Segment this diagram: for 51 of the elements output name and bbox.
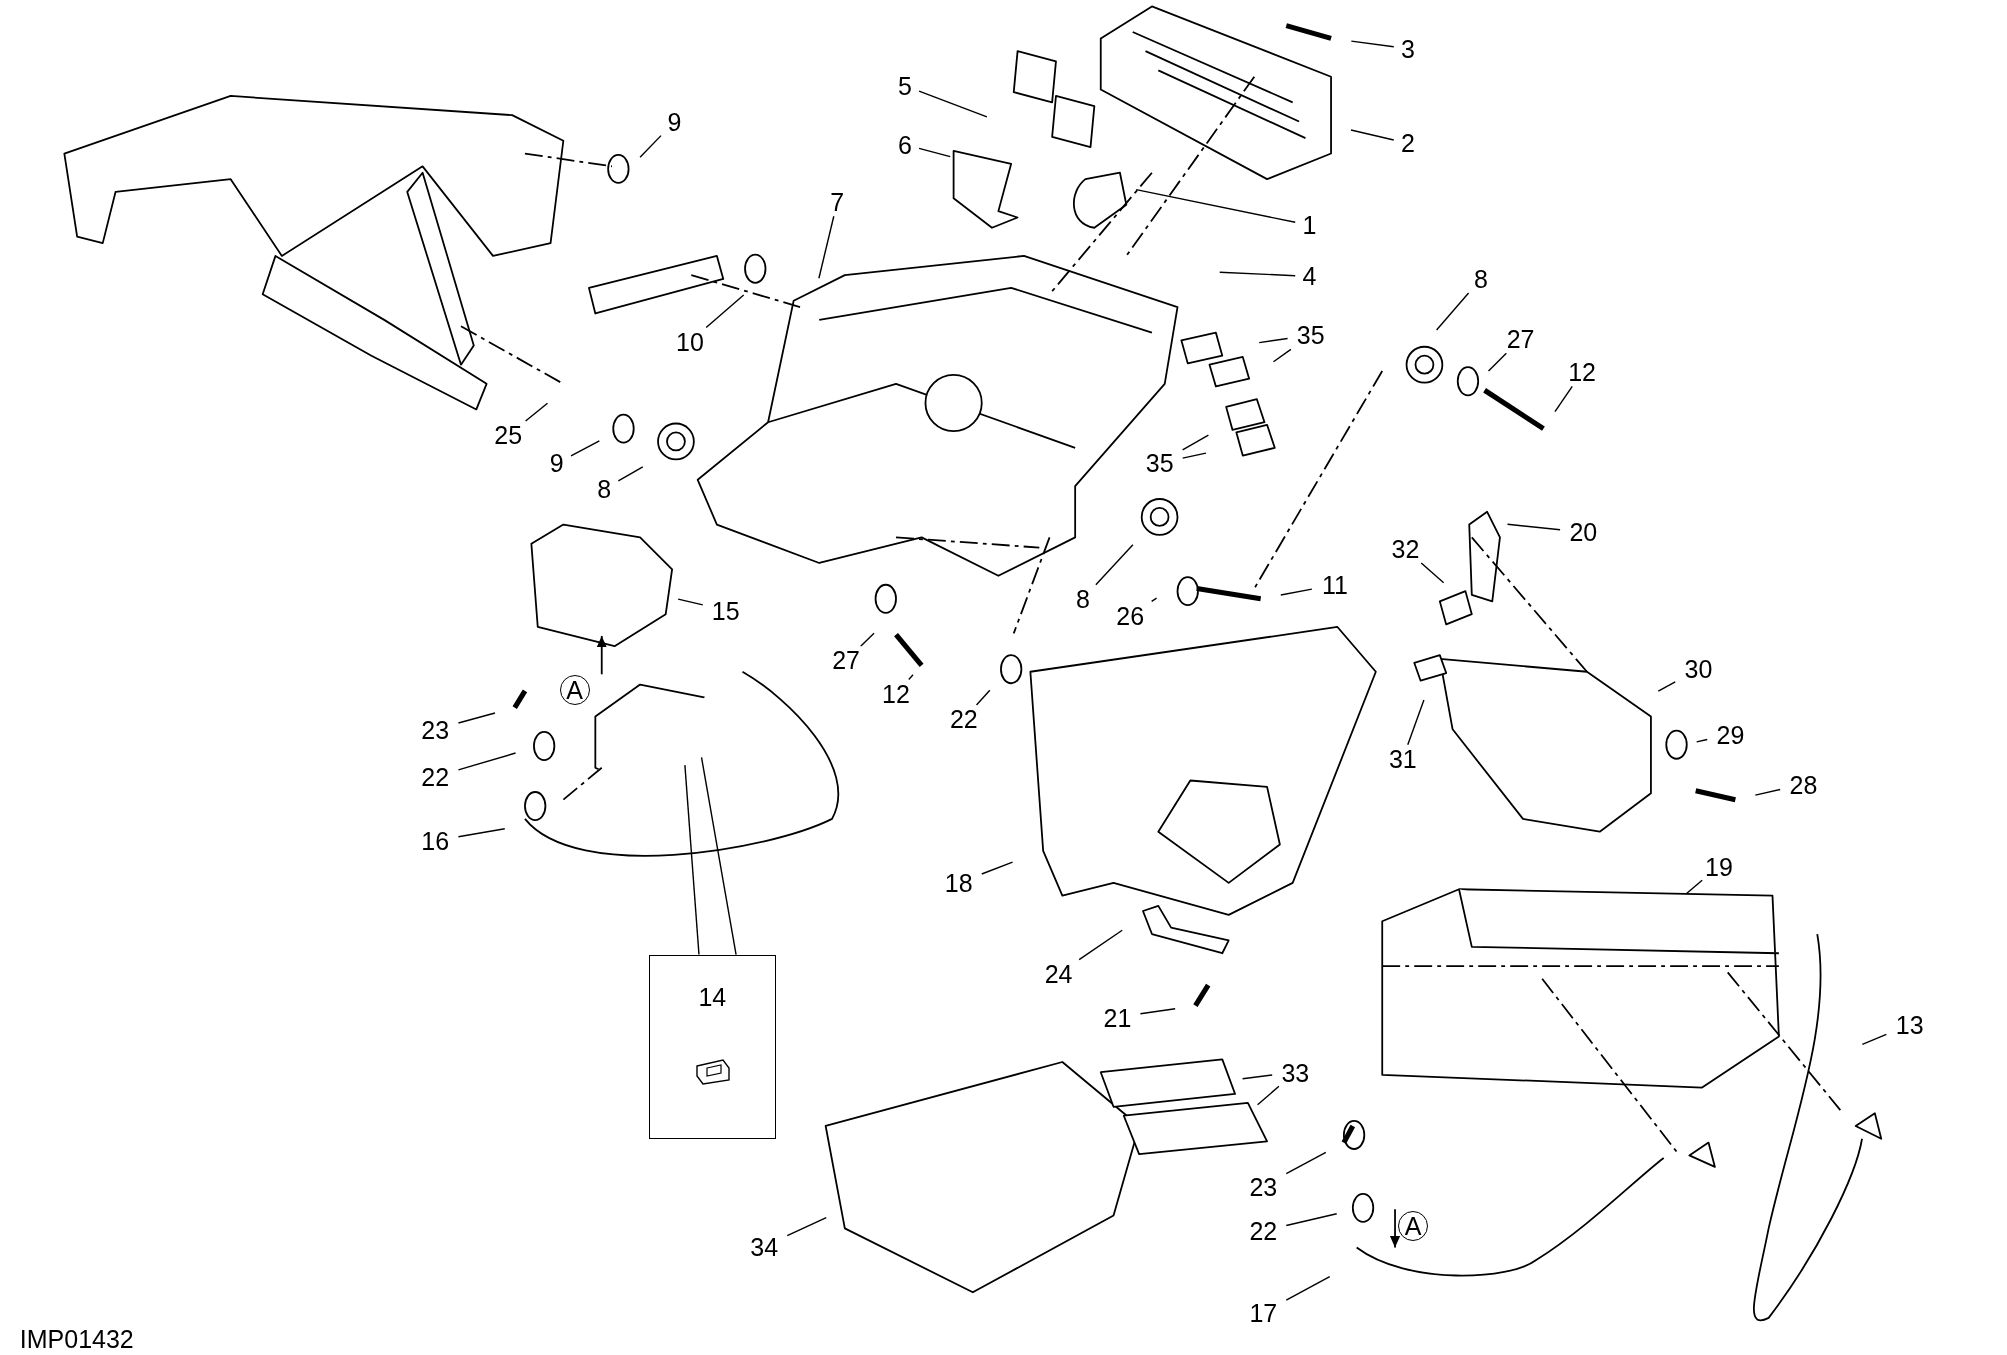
leader-line (1435, 292, 1470, 331)
leader-line (918, 90, 988, 118)
leader-line (1487, 352, 1508, 372)
leader-line (1285, 1275, 1331, 1301)
leader-line (1181, 434, 1210, 451)
leader-line (1696, 738, 1708, 743)
leader-line (1095, 544, 1134, 586)
leader-line (639, 134, 662, 158)
leader-line (1407, 699, 1425, 746)
leader-line (1258, 337, 1289, 344)
leader-line (457, 828, 506, 838)
leader-line (1219, 271, 1296, 277)
leader-line (457, 712, 496, 724)
reference-letter: A (559, 674, 590, 705)
leader-line (570, 440, 601, 457)
leader-line (700, 756, 737, 956)
leader-line (1350, 40, 1395, 48)
leader-line (705, 294, 745, 329)
leader-line (1685, 879, 1703, 895)
reference-letter: A (1398, 1211, 1429, 1242)
leader-line (684, 764, 700, 956)
leader-line (1285, 1151, 1327, 1175)
leader-line (457, 752, 517, 771)
leader-line (1754, 788, 1781, 796)
leader-line (1078, 929, 1123, 961)
leader-line (617, 466, 644, 482)
leader-line (918, 147, 951, 158)
leader-line (1139, 1007, 1176, 1015)
leader-line (1241, 1074, 1273, 1080)
leader-line (1506, 523, 1561, 531)
leader-line (860, 632, 875, 647)
detail-box (648, 954, 776, 1140)
leader-line (1285, 1213, 1338, 1227)
leader-line (1272, 348, 1292, 363)
leader-line (818, 215, 835, 279)
leader-line (1135, 188, 1296, 223)
leader-line (1280, 588, 1313, 596)
leader-line (1256, 1085, 1280, 1106)
leader-line (1554, 385, 1573, 413)
leader-line (1150, 597, 1158, 603)
leader-line (677, 598, 704, 606)
leader-line (524, 402, 549, 422)
leader-line (981, 861, 1014, 875)
leader-line (1420, 562, 1445, 584)
leader-line (975, 689, 991, 706)
leader-line (908, 674, 914, 681)
leader-line (1350, 129, 1395, 141)
leader-line (1657, 681, 1676, 692)
leader-line (1181, 452, 1207, 459)
leader-line (1861, 1033, 1888, 1045)
leader-line (786, 1217, 827, 1237)
